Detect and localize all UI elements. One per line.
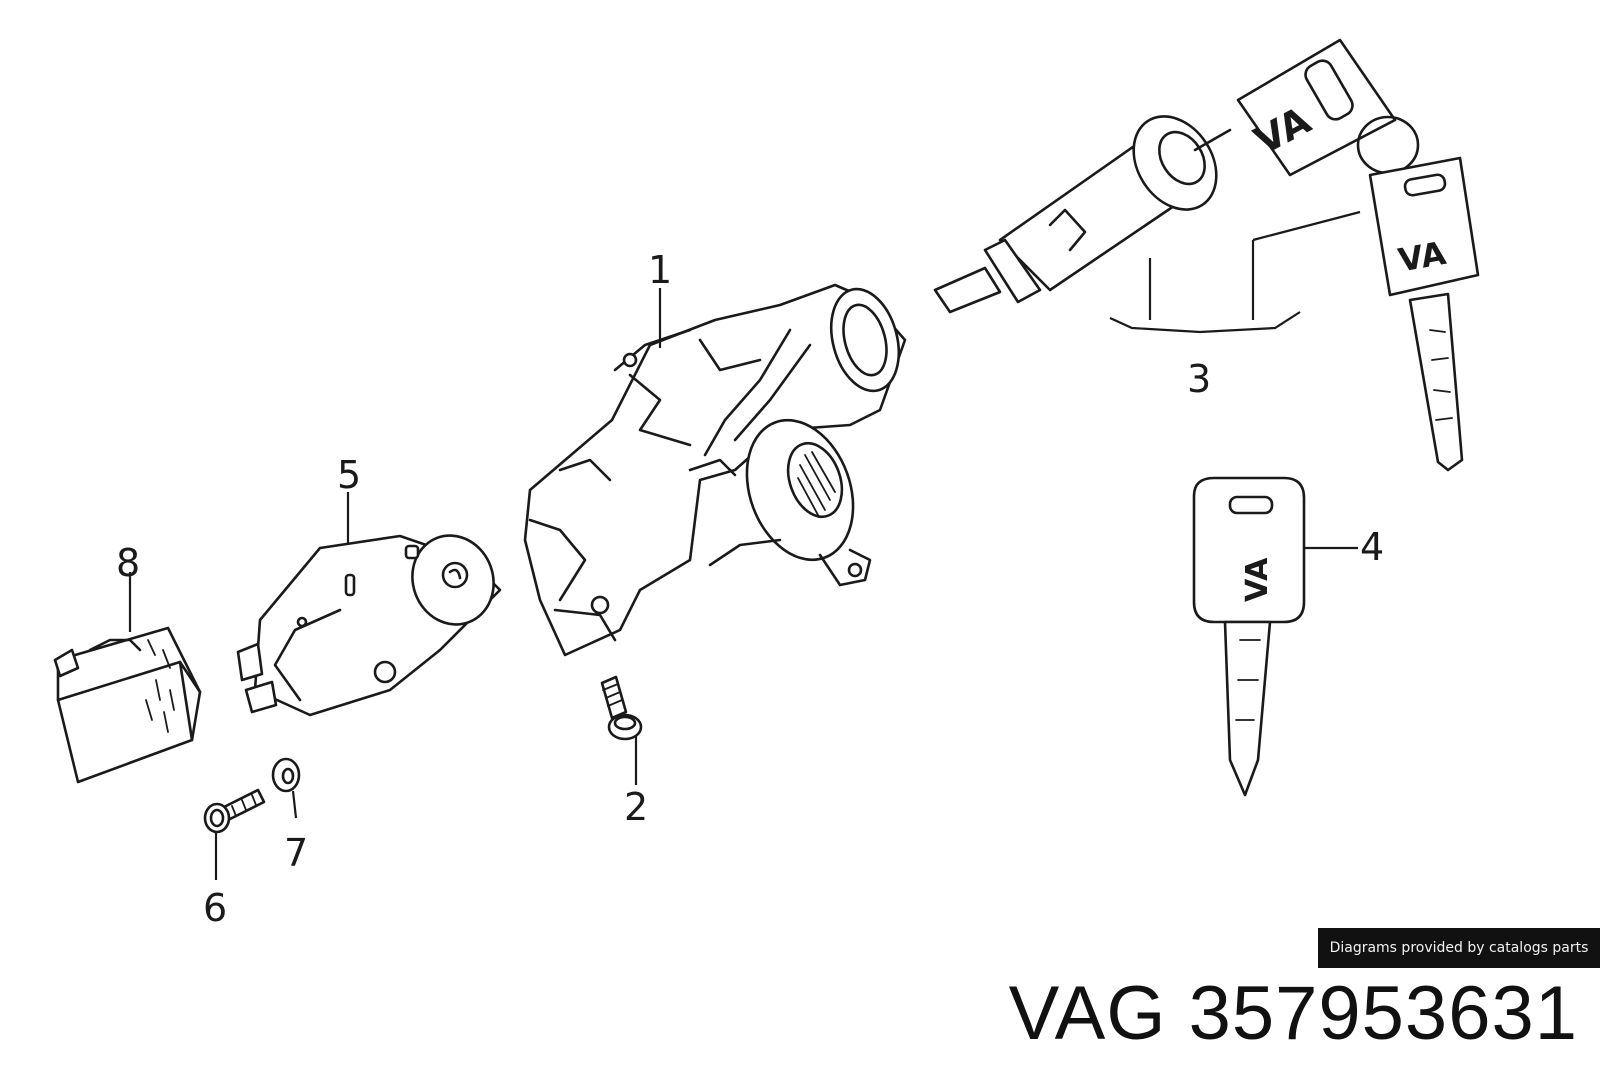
callout-6: 6: [203, 886, 227, 930]
connector-8: [53, 626, 202, 784]
part-number-title: VAG 357953631: [1008, 971, 1578, 1056]
callout-5: 5: [337, 453, 361, 497]
ignition-switch: [236, 534, 502, 717]
callout-8: 8: [116, 541, 140, 585]
callout-1: 1: [648, 248, 672, 292]
screw-6: [203, 788, 266, 834]
washer-7: [271, 757, 301, 793]
key-logo-lower: VA: [1395, 234, 1448, 280]
lock-cylinder: [933, 115, 1232, 314]
key-4: VA: [1192, 476, 1358, 797]
bracket-3: [1109, 210, 1361, 334]
key-logo-4: VA: [1240, 557, 1275, 602]
callout-2: 2: [624, 785, 648, 829]
key-pair: VA VA: [1236, 38, 1480, 472]
screw-2: [600, 675, 643, 741]
callout-4: 4: [1360, 525, 1384, 569]
callout-3: 3: [1187, 357, 1211, 401]
leader-lines: [128, 288, 662, 880]
diagram-credit-banner: Diagrams provided by catalogs parts: [1318, 928, 1600, 968]
callout-7: 7: [284, 831, 308, 875]
steering-lock-housing: [523, 283, 907, 657]
